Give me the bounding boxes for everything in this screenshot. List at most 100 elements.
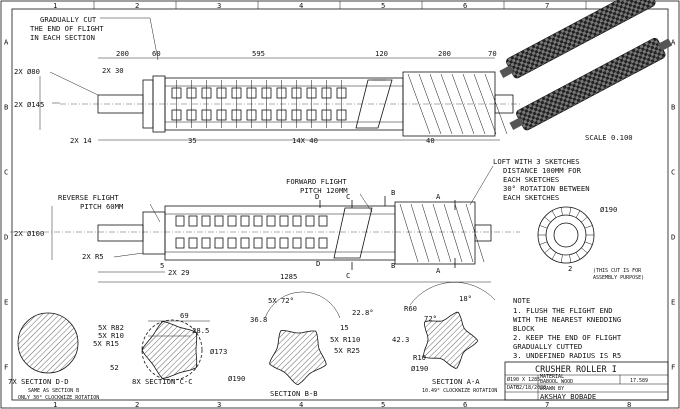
note-line-4: 2. KEEP THE END OF FLIGHT (513, 333, 622, 342)
dim-200a: 200 (116, 49, 129, 58)
kneading-block (240, 215, 250, 227)
kneading-block (227, 237, 237, 249)
grid-col-label-bottom: 5 (381, 400, 385, 409)
cc-r15: 5X R15 (93, 339, 119, 348)
dim-r5: 2X R5 (82, 252, 104, 261)
gear-tooth (539, 241, 548, 245)
kneading-block (292, 237, 302, 249)
detail-2: 2 (568, 264, 572, 273)
dim-35: 35 (188, 136, 197, 145)
aa-d190: Ø190 (411, 364, 428, 373)
helix-line (432, 203, 452, 263)
grid-row-label-left: E (4, 298, 8, 307)
loft-note-3: EACH SKETCHES (503, 175, 559, 184)
kneading-block (175, 215, 185, 227)
gear-tooth (539, 225, 548, 229)
kneading-block (214, 237, 224, 249)
section-cc-title: 8X SECTION C-C (132, 377, 193, 386)
kneading-block (266, 215, 276, 227)
grid-col-label-bottom: 1 (53, 400, 57, 409)
cut-label-a-bot: A (436, 266, 441, 275)
cc-69: 69 (180, 311, 189, 320)
note-line-2: WITH THE NEAREST KNEDDING (513, 315, 621, 324)
helix-line (399, 203, 419, 263)
note-line-6: 3. UNDEFINED RADIUS IS R5 (513, 351, 621, 360)
note-line-1: 1. FLUSH THE FLIGHT END (513, 306, 613, 315)
gear-tooth (575, 252, 581, 260)
loft-note: LOFT WITH 3 SKETCHES DISTANCE 100MM FOR … (469, 157, 590, 206)
bb-368: 36.8 (250, 315, 267, 324)
grid-col-label-bottom: 8 (627, 400, 631, 409)
section-aa-sub: 10.49° CLOCKWIZE ROTATION (422, 388, 497, 394)
grid-col-label-bottom: 7 (545, 400, 549, 409)
cut-label-d-top: D (315, 192, 319, 201)
section-aa-title: SECTION A-A (432, 377, 480, 386)
title-block-drawn-label: DRAWN BY (540, 386, 564, 392)
aa-r10: R10 (413, 353, 426, 362)
gear-tooth (560, 254, 563, 263)
cc-285: 28.5 (192, 326, 209, 335)
helix-line (429, 73, 453, 135)
grid-row-label-right: B (671, 103, 675, 112)
gear-tooth (569, 207, 572, 216)
helix-line (454, 203, 474, 263)
dim-60: 60 (152, 49, 161, 58)
gear-tooth (569, 254, 572, 263)
gear-tooth (551, 210, 557, 218)
cc-r10: 5X R10 (98, 331, 124, 340)
grid-col-label-top: 2 (135, 1, 139, 10)
grid-col-label-top: 5 (381, 1, 385, 10)
bb-r25: 5X R25 (334, 346, 360, 355)
kneading-block (227, 215, 237, 227)
helix-line (421, 203, 441, 263)
title-block-date-label: DATE (507, 385, 519, 391)
title-block-title: CRUSHER ROLLER I (535, 365, 617, 375)
kneading-block (266, 237, 276, 249)
helix-line (440, 73, 464, 135)
kneading-block (305, 237, 315, 249)
grid-row-label-left: F (4, 363, 8, 372)
gear-tooth (544, 247, 551, 254)
aa-18: 18° (459, 294, 472, 303)
grid-col-label-top: 1 (53, 1, 57, 10)
grid-col-label-bottom: 6 (463, 400, 467, 409)
helix-line (451, 73, 475, 135)
aa-423: 42.3 (392, 335, 409, 344)
helix-line (410, 203, 430, 263)
helix-line (473, 73, 497, 135)
title-block-date: 02/18/2020 (516, 385, 546, 391)
kneading-block (188, 215, 198, 227)
loft-note-1: LOFT WITH 3 SKETCHES (493, 157, 580, 166)
section-view-annotations: REVERSE FLIGHT PITCH 60MM FORWARD FLIGHT… (14, 177, 491, 283)
gradual-note-2: THE END OF FLIGHT (30, 24, 104, 33)
kneading-block (214, 215, 224, 227)
dim-2x29: 2X 29 (168, 268, 190, 277)
title-block-weight: 17.589 (630, 378, 648, 384)
gear-tooth (544, 216, 551, 223)
grid-col-label-bottom: 3 (217, 400, 221, 409)
dim-d145: 2X Ø145 (14, 100, 44, 109)
section-dd: 7X SECTION D-D SAME AS SECTION B ONLY 30… (8, 312, 99, 401)
grid-col-label-top: 4 (299, 1, 303, 10)
isometric-views: SCALE 0.100 (499, 0, 673, 142)
dim-70: 70 (488, 49, 497, 58)
gear-tooth (560, 207, 563, 216)
note-line-3: BLOCK (513, 324, 535, 333)
gear-tooth (581, 216, 588, 223)
section-bb: 5X 72° 22.8° 36.8 15 5X R110 5X R25 Ø190… (228, 291, 374, 398)
kneading-block (175, 237, 185, 249)
kneading-block (318, 237, 328, 249)
title-block-material: BABOOL WOOD (540, 379, 573, 385)
cut-label-b-bot: B (391, 261, 395, 270)
dim-d100: 2X Ø100 (14, 229, 44, 238)
cc-173: Ø173 (210, 347, 227, 356)
gear-tooth (551, 252, 557, 260)
reverse-flight-1: REVERSE FLIGHT (58, 193, 119, 202)
dim-2x30: 2X 30 (102, 66, 124, 75)
kneading-block (305, 215, 315, 227)
section-bb-title: SECTION B-B (270, 389, 318, 398)
title-block: CRUSHER ROLLER I Ø190 X 1285 MATERIAL BA… (504, 361, 669, 401)
gear-tooth (581, 247, 588, 254)
grid-col-label-top: 7 (545, 1, 549, 10)
